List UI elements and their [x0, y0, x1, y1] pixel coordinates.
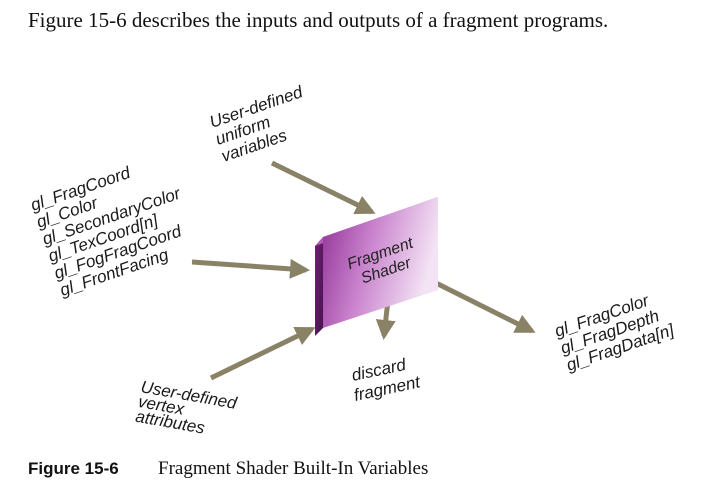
intro-sentence: Figure 15-6 describes the inputs and out…: [28, 8, 609, 32]
vertex-arrow: [209, 326, 316, 381]
fragment-shader-box: Fragment Shader: [315, 197, 438, 336]
figure-title: Fragment Shader Built-In Variables: [158, 458, 429, 479]
uniform-arrow: [270, 160, 376, 215]
builtin-arrow: [191, 258, 310, 279]
figure-number: Figure 15-6: [28, 459, 119, 478]
outputs-list: gl_FragColor gl_FragDepth gl_FragData[n]: [552, 290, 677, 374]
output-arrow: [434, 280, 536, 334]
shader-box-side: [315, 237, 323, 336]
shader-box-face: [323, 197, 438, 328]
builtin-inputs-list: gl_FragCoord gl_Color gl_SecondaryColor …: [28, 163, 184, 300]
discard-label: discard fragment: [350, 355, 423, 405]
vertex-inputs-label: User-defined vertex attributes: [134, 377, 239, 437]
uniform-inputs-label: User-defined uniform variables: [207, 82, 305, 166]
